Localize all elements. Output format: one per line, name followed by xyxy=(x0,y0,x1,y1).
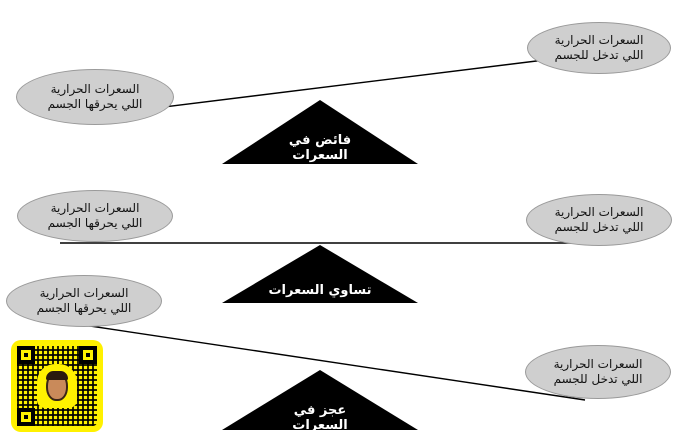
ellipse-line-2: اللي يحرقها الجسم xyxy=(47,216,143,230)
intake-calories-ellipse: السعرات الحرارية اللي تدخل للجسم xyxy=(527,22,671,74)
fulcrum-deficit xyxy=(222,370,418,430)
fulcrum-equal xyxy=(222,245,418,303)
intake-calories-ellipse: السعرات الحرارية اللي تدخل للجسم xyxy=(526,194,672,246)
ellipse-line-2: اللي تدخل للجسم xyxy=(553,372,643,386)
fulcrum-line-1: عجز في xyxy=(293,403,347,418)
ellipse-line-2: اللي تدخل للجسم xyxy=(554,220,644,234)
snapcode-ghost xyxy=(37,364,77,408)
ellipse-line-1: السعرات الحرارية xyxy=(553,357,643,371)
ellipse-line-1: السعرات الحرارية xyxy=(554,205,644,219)
snapchat-snapcode-icon xyxy=(11,340,103,432)
snapcode-corner-top-left xyxy=(17,346,35,364)
fulcrum-line-2: السعرات xyxy=(292,418,348,433)
bitmoji-avatar xyxy=(46,371,68,401)
fulcrum-label-surplus: فائض في السعرات xyxy=(260,133,380,163)
snapcode-corner-top-right xyxy=(79,346,97,364)
fulcrum-line-1: فائض في xyxy=(288,133,352,148)
fulcrum-line-2: السعرات xyxy=(292,148,348,163)
fulcrum-label-deficit: عجز في السعرات xyxy=(260,403,380,433)
snapcode-dots xyxy=(17,346,97,426)
ellipse-line-1: السعرات الحرارية xyxy=(50,82,140,96)
ellipse-line-1: السعرات الحرارية xyxy=(39,286,129,300)
snapcode-corner-bottom-left xyxy=(17,408,35,426)
fulcrum-line-1: تساوي السعرات xyxy=(268,283,372,298)
burned-calories-ellipse: السعرات الحرارية اللي يحرقها الجسم xyxy=(6,275,162,327)
fulcrum-label-equal: تساوي السعرات xyxy=(250,283,390,298)
ellipse-line-2: اللي يحرقها الجسم xyxy=(36,301,132,315)
ellipse-line-1: السعرات الحرارية xyxy=(50,201,140,215)
ellipse-line-2: اللي يحرقها الجسم xyxy=(47,97,143,111)
burned-calories-ellipse: السعرات الحرارية اللي يحرقها الجسم xyxy=(16,69,174,125)
ellipse-line-2: اللي تدخل للجسم xyxy=(554,48,644,62)
burned-calories-ellipse: السعرات الحرارية اللي يحرقها الجسم xyxy=(17,190,173,242)
ellipse-line-1: السعرات الحرارية xyxy=(554,33,644,47)
fulcrum-surplus xyxy=(222,100,418,164)
beam-deficit xyxy=(69,322,586,401)
intake-calories-ellipse: السعرات الحرارية اللي تدخل للجسم xyxy=(525,345,671,399)
